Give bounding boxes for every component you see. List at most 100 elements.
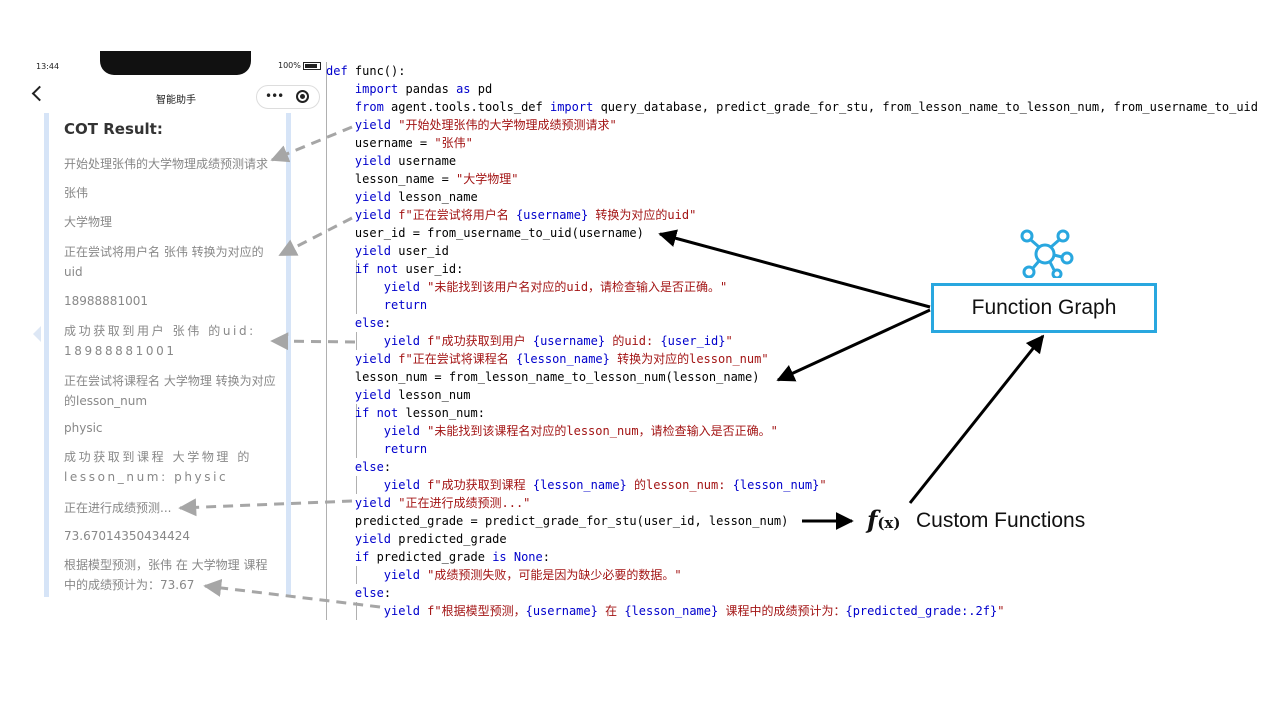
code-line: return [326, 440, 427, 458]
code-panel: def func(): import pandas as pd from age… [326, 62, 1280, 620]
code-token: username = [326, 136, 435, 150]
code-fence-indent [356, 260, 357, 314]
code-token [326, 406, 355, 420]
code-token: {lesson_name} [624, 604, 719, 618]
code-line: lesson_name = "大学物理" [326, 170, 519, 188]
cot-message: 成功获取到用户 张伟 的uid: 18988881001 [64, 324, 256, 358]
code-token: yield [354, 388, 392, 402]
code-token [326, 532, 355, 546]
code-token: is None [492, 550, 543, 564]
code-token: : [542, 550, 550, 564]
code-fence-indent [356, 404, 357, 458]
cot-message: 18988881001 [64, 294, 148, 308]
code-token: predicted_grade [369, 550, 493, 564]
code-token: yield [354, 190, 392, 204]
code-token: f"根据模型预测， [427, 604, 526, 618]
code-line: if not lesson_num: [326, 404, 485, 422]
code-token: agent.tools.tools_def [383, 100, 550, 114]
code-token [326, 334, 384, 348]
code-line: def func(): [326, 62, 405, 80]
code-token: : [383, 316, 392, 330]
code-token [326, 586, 355, 600]
code-token [326, 190, 355, 204]
code-line: from agent.tools.tools_def import query_… [326, 98, 1258, 116]
function-graph-label: Function Graph [971, 296, 1117, 319]
code-token [326, 568, 384, 582]
code-token: yield [354, 154, 392, 168]
code-token [326, 352, 355, 366]
code-token: return [383, 442, 428, 456]
code-token [326, 316, 355, 330]
code-token [326, 208, 355, 222]
code-line: yield f"成功获取到用户 {username} 的uid: {user_i… [326, 332, 733, 350]
code-token: 的lesson_num: [626, 478, 733, 492]
cot-message: 张伟 [64, 186, 89, 200]
code-token: return [383, 298, 428, 312]
code-token: user_id = from_username_to_uid(username) [326, 226, 644, 240]
code-line: yield f"根据模型预测，{username} 在 {lesson_name… [326, 602, 1005, 620]
code-token: user_id: [398, 262, 464, 276]
code-line: yield lesson_name [326, 188, 478, 206]
code-token: f"成功获取到用户 [427, 334, 533, 348]
code-token: lesson_name = [326, 172, 457, 186]
code-token [326, 478, 384, 492]
code-token: yield [383, 424, 420, 438]
graph-network-icon [1020, 229, 1074, 278]
code-token: : [383, 586, 392, 600]
code-token: "未能找到该课程名对应的lesson_num，请检查输入是否正确。" [427, 424, 778, 438]
code-token: pandas [398, 82, 457, 96]
code-token: from [354, 100, 384, 114]
cot-message: 根据模型预测，张伟 在 大学物理 课程中的成绩预计为：73.67 [64, 558, 268, 592]
code-token: import [354, 82, 399, 96]
code-line: yield f"正在尝试将课程名 {lesson_name} 转换为对应的les… [326, 350, 769, 368]
cot-message: 正在尝试将用户名 张伟 转换为对应的uid [64, 245, 264, 279]
code-token [326, 424, 384, 438]
code-token: 转换为对应的lesson_num" [609, 352, 769, 366]
code-token [326, 118, 355, 132]
cot-message: 正在尝试将课程名 大学物理 转换为对应的lesson_num [64, 374, 276, 408]
code-line: return [326, 296, 427, 314]
code-token: {predicted_grade:.2f} [845, 604, 998, 618]
code-token: yield [383, 334, 420, 348]
cot-message: 大学物理 [64, 215, 113, 229]
code-token [326, 604, 384, 618]
code-token: yield [383, 478, 420, 492]
phone-mockup: 13:44 100% 智能助手 ••• COT Result: 开始处理张伟的大… [28, 50, 324, 605]
code-token: yield [383, 568, 420, 582]
code-token: predicted_grade = predict_grade_for_stu(… [326, 514, 789, 528]
code-line: predicted_grade = predict_grade_for_stu(… [326, 512, 788, 530]
code-line: lesson_num = from_lesson_name_to_lesson_… [326, 368, 760, 386]
status-time: 13:44 [36, 62, 60, 71]
code-token: 转换为对应的uid" [588, 208, 697, 222]
code-token [326, 154, 355, 168]
code-token: yield [354, 208, 392, 222]
mini-program-capsule[interactable]: ••• [256, 85, 320, 109]
code-line: yield "未能找到该课程名对应的lesson_num，请检查输入是否正确。" [326, 422, 778, 440]
code-token: username [391, 154, 457, 168]
target-icon[interactable] [296, 90, 309, 103]
code-token: def [326, 64, 355, 78]
status-battery: 100% [278, 61, 321, 70]
code-line: yield lesson_num [326, 386, 471, 404]
chat-left-bar [44, 113, 49, 597]
code-token: {username} [525, 604, 598, 618]
battery-icon [302, 61, 321, 70]
code-token: yield [383, 280, 420, 294]
code-token: lesson_num = from_lesson_name_to_lesson_… [326, 370, 760, 384]
code-line: yield "未能找到该用户名对应的uid，请检查输入是否正确。" [326, 278, 728, 296]
more-icon[interactable]: ••• [265, 89, 284, 103]
code-token: yield [383, 604, 420, 618]
bubble-tip [33, 326, 41, 342]
cot-message: 正在进行成绩预测... [64, 501, 172, 515]
code-line: user_id = from_username_to_uid(username) [326, 224, 644, 242]
code-token: predicted_grade [391, 532, 507, 546]
code-token: "成绩预测失败，可能是因为缺少必要的数据。" [427, 568, 682, 582]
code-token: 课程中的成绩预计为： [718, 604, 846, 618]
code-token [326, 100, 355, 114]
app-title: 智能助手 [156, 95, 196, 106]
code-token: yield [354, 352, 392, 366]
code-token: {lesson_num} [732, 478, 820, 492]
code-token: lesson_num: [398, 406, 485, 420]
code-token [326, 496, 355, 510]
code-token: yield [354, 496, 392, 510]
